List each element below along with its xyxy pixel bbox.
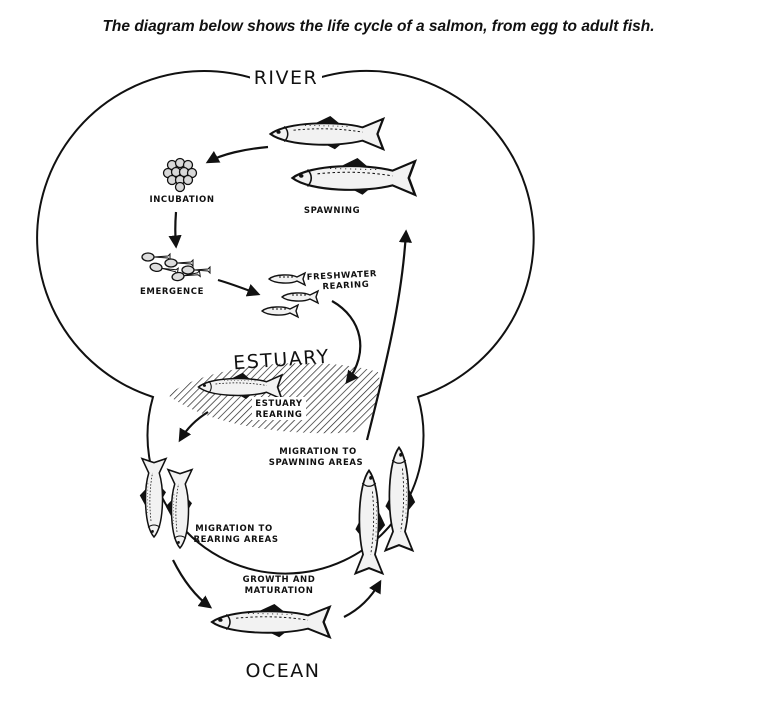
migration-to-rearing-label: MIGRATION TO REARING AREAS	[193, 524, 278, 545]
estuary-rearing-label: ESTUARY REARING	[252, 397, 306, 420]
migrating-salmon-icon	[164, 468, 193, 549]
cycle-arrows	[168, 145, 412, 618]
emergence-label: EMERGENCE	[140, 287, 204, 297]
svg-text:MIGRATION TO: MIGRATION TO	[195, 524, 273, 534]
spawning-label: SPAWNING	[304, 206, 360, 216]
svg-text:MATURATION: MATURATION	[245, 586, 314, 596]
svg-text:REARING: REARING	[256, 410, 303, 420]
spawning-salmon-icon	[269, 114, 385, 151]
returning-salmon-icon	[384, 446, 417, 552]
egg-cluster-icon	[162, 157, 198, 193]
svg-text:REARING: REARING	[322, 280, 369, 292]
svg-text:REARING AREAS: REARING AREAS	[193, 535, 278, 545]
svg-text:FRESHWATER: FRESHWATER	[306, 269, 377, 283]
returning-salmon-icon	[354, 469, 387, 575]
freshwater-rearing-label: FRESHWATER REARING	[306, 269, 377, 292]
migrating-salmon-icon	[138, 457, 167, 538]
incubation-label: INCUBATION	[149, 195, 214, 205]
growth-and-maturation-label: GROWTH AND MATURATION	[243, 575, 316, 596]
svg-text:GROWTH AND: GROWTH AND	[243, 575, 316, 585]
svg-text:ESTUARY: ESTUARY	[255, 399, 303, 409]
svg-text:SPAWNING AREAS: SPAWNING AREAS	[269, 458, 364, 468]
migration-to-spawning-label: MIGRATION TO SPAWNING AREAS	[269, 447, 364, 468]
spawning-salmon-icon	[291, 156, 417, 197]
ocean-salmon-icon	[210, 602, 331, 639]
river-label: RIVER	[254, 67, 319, 89]
alevin-icon	[141, 252, 211, 283]
svg-text:MIGRATION TO: MIGRATION TO	[279, 447, 357, 457]
life-cycle-outline	[36, 69, 535, 575]
diagram-heading: The diagram below shows the life cycle o…	[102, 18, 655, 35]
ocean-label: OCEAN	[246, 660, 321, 682]
